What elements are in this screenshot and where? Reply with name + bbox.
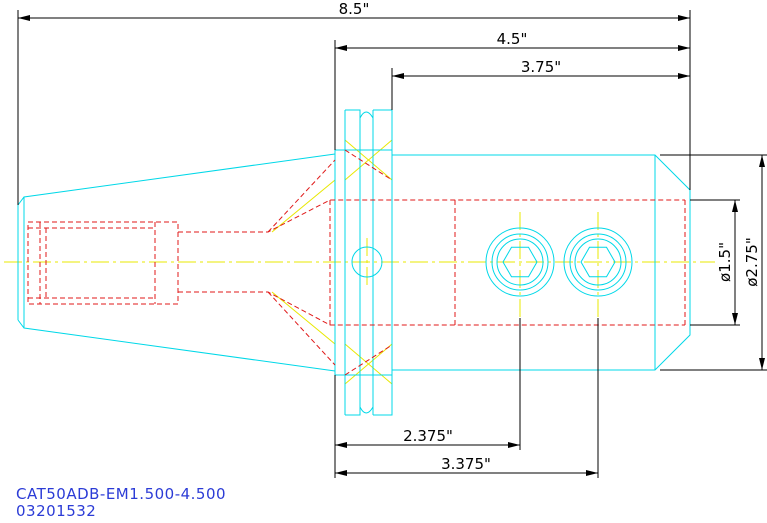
dim-bore-diameter: ø1.5" (716, 242, 734, 282)
dim-screw1-position: 2.375" (403, 427, 453, 445)
dim-overall-length: 8.5" (339, 0, 370, 18)
dim-screw2-position: 3.375" (441, 455, 491, 473)
part-number: CAT50ADB-EM1.500-4.500 (16, 485, 227, 503)
hidden-lines (27, 149, 686, 376)
part-outline (17, 109, 691, 416)
dimension-lines (17, 10, 767, 478)
title-block: CAT50ADB-EM1.500-4.500 03201532 (16, 486, 226, 520)
drawing-number: 03201532 (16, 502, 97, 520)
dim-body-length: 3.75" (521, 58, 561, 76)
dim-body-diameter: ø2.75" (743, 237, 761, 286)
dim-flange-to-end: 4.5" (497, 30, 528, 48)
